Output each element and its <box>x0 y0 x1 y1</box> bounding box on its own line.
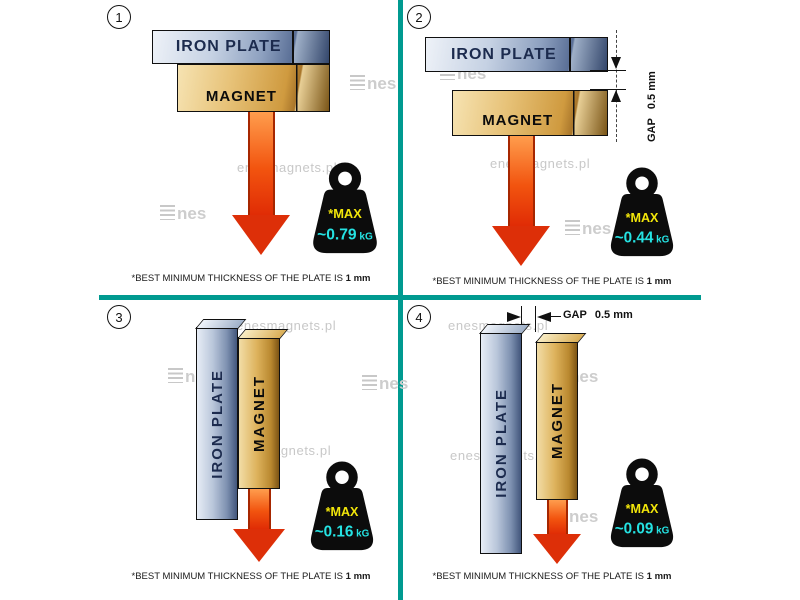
divider-horizontal <box>99 295 701 300</box>
iron-plate-label: IRON PLATE <box>208 368 226 479</box>
weight-body <box>610 484 674 548</box>
iron-plate-label: IRON PLATE <box>492 388 510 498</box>
logo-stripes-icon <box>168 368 183 383</box>
weight-body <box>610 193 674 257</box>
gap-annotation: GAP 0.5 mm <box>563 309 633 321</box>
pull-arrow-icon <box>492 136 550 266</box>
gap-arrow-up-icon <box>611 90 621 102</box>
weight-handle <box>326 461 358 493</box>
iron-plate: IRON PLATE <box>196 327 238 520</box>
logo-stripes-icon <box>565 220 580 235</box>
enes-logo-icon: nes <box>362 375 408 392</box>
iron-plate: IRON PLATE <box>152 30 330 64</box>
magnet-label: MAGNET <box>250 374 268 452</box>
gap-value: 0.5 mm <box>594 309 633 321</box>
gap-arrow-down-icon <box>611 57 621 69</box>
pull-arrow-icon <box>232 112 290 255</box>
gap-annotation: GAP 0.5 mm <box>646 71 658 142</box>
gap-dimension-line <box>616 30 617 142</box>
arrow-shaft <box>247 489 271 529</box>
arrow-shaft <box>247 112 275 215</box>
gap-tick <box>521 306 522 332</box>
iron-plate: IRON PLATE <box>480 332 522 554</box>
magnet: MAGNET <box>177 64 330 112</box>
gap-leader-line <box>551 316 561 317</box>
arrow-shaft <box>507 136 535 226</box>
gap-label: GAP <box>563 309 587 321</box>
gap-tick <box>590 70 626 71</box>
weight-handle <box>626 458 658 490</box>
max-unit: kG <box>656 235 669 246</box>
weight-body <box>313 189 377 254</box>
arrow-shaft <box>546 500 568 534</box>
step-number-badge: 3 <box>107 305 131 329</box>
gap-arrow-left-icon <box>537 312 551 322</box>
enes-logo-icon: nes <box>565 220 611 237</box>
weight-body <box>310 487 374 551</box>
arrow-head <box>492 226 550 266</box>
logo-stripes-icon <box>350 75 365 90</box>
step-number-badge: 4 <box>407 305 431 329</box>
max-label: *MAX <box>326 505 359 519</box>
gap-arrow-right-icon <box>507 312 521 322</box>
magnet-label: MAGNET <box>205 88 277 105</box>
caption-note: *BEST MINIMUM THICKNESS OF THE PLATE IS … <box>131 273 371 284</box>
max-unit: kG <box>359 231 373 242</box>
max-label: *MAX <box>626 211 659 225</box>
weight-handle <box>626 167 658 199</box>
magnet: MAGNET <box>238 337 280 489</box>
pull-arrow-icon <box>533 500 581 564</box>
arrow-head <box>533 534 581 564</box>
gap-label: GAP <box>646 118 658 142</box>
gap-tick <box>535 306 536 332</box>
magnet-label: MAGNET <box>548 382 566 459</box>
magnet-label: MAGNET <box>482 112 554 129</box>
gap-tick <box>590 89 626 90</box>
step-number-badge: 2 <box>407 5 431 29</box>
pull-arrow-icon <box>233 489 285 562</box>
max-unit: kG <box>656 526 669 537</box>
divider-vertical <box>398 0 403 600</box>
caption-note: *BEST MINIMUM THICKNESS OF THE PLATE IS … <box>432 571 672 582</box>
iron-plate-label: IRON PLATE <box>175 38 282 55</box>
caption-note: *BEST MINIMUM THICKNESS OF THE PLATE IS … <box>131 571 371 582</box>
caption-note: *BEST MINIMUM THICKNESS OF THE PLATE IS … <box>432 276 672 287</box>
gap-value: 0.5 mm <box>646 71 658 110</box>
magnet: MAGNET <box>536 341 578 500</box>
max-label: *MAX <box>328 206 362 221</box>
step-number-badge: 1 <box>107 5 131 29</box>
enes-logo-icon: nes <box>350 75 396 92</box>
enes-logo-icon: nes <box>160 205 206 222</box>
logo-stripes-icon <box>160 205 175 220</box>
arrow-head <box>232 215 290 255</box>
magnet: MAGNET <box>452 90 608 136</box>
iron-plate: IRON PLATE <box>425 37 608 72</box>
logo-stripes-icon <box>362 375 377 390</box>
iron-plate-label: IRON PLATE <box>450 45 557 63</box>
arrow-head <box>233 529 285 562</box>
max-label: *MAX <box>626 502 659 516</box>
weight-handle <box>328 162 362 195</box>
max-unit: kG <box>356 529 369 540</box>
